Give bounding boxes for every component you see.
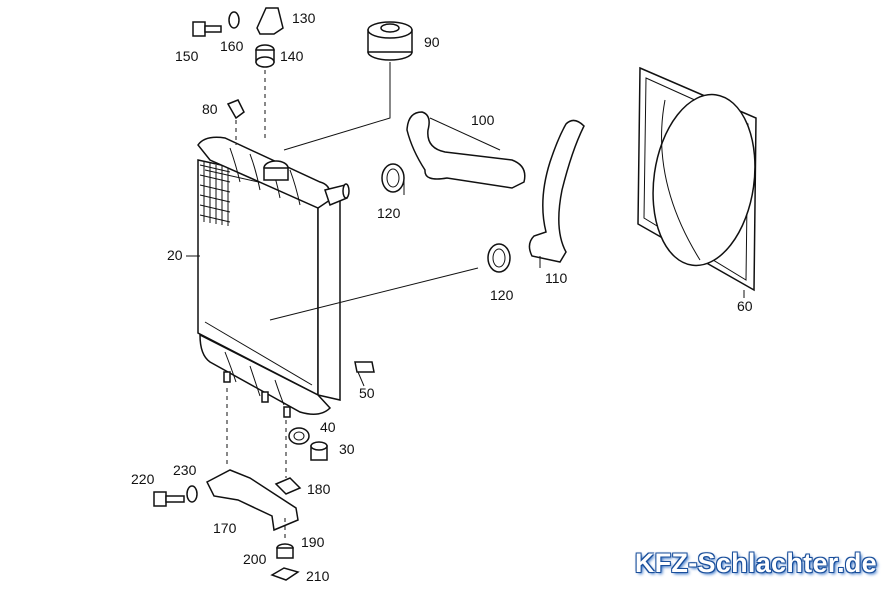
callout-120-upper[interactable]: 120 [377, 205, 401, 221]
callout-190[interactable]: 190 [301, 534, 325, 550]
callout-90[interactable]: 90 [424, 34, 440, 50]
callout-30[interactable]: 30 [339, 441, 355, 457]
drain-plug-50[interactable] [354, 361, 375, 373]
seal-40[interactable] [288, 427, 310, 445]
callout-120-lower[interactable]: 120 [490, 287, 514, 303]
leader-lines [186, 62, 745, 540]
callout-60[interactable]: 60 [737, 298, 753, 314]
hose-clamp-lower[interactable] [487, 243, 511, 273]
rubber-mount-30[interactable] [310, 441, 328, 461]
callout-170[interactable]: 170 [213, 520, 237, 536]
bolt-220[interactable] [153, 491, 185, 507]
mounting-bracket-170[interactable] [205, 469, 299, 532]
site-watermark: KFZ-Schlachter.de [634, 548, 877, 578]
callout-220[interactable]: 220 [131, 471, 155, 487]
callout-200[interactable]: 200 [243, 551, 267, 567]
washer-230[interactable] [186, 485, 198, 503]
upper-hose[interactable] [406, 111, 526, 189]
callout-210[interactable]: 210 [306, 568, 330, 584]
hose-clamp-upper[interactable] [381, 163, 405, 193]
nut-200-210[interactable] [270, 567, 300, 581]
callout-100[interactable]: 100 [471, 112, 495, 128]
callout-140[interactable]: 140 [280, 48, 304, 64]
callout-110[interactable]: 110 [545, 270, 568, 286]
fan-shroud[interactable] [637, 66, 765, 292]
washer-160[interactable] [228, 11, 240, 29]
callout-80[interactable]: 80 [202, 101, 218, 117]
callout-150[interactable]: 150 [175, 48, 199, 64]
callout-20[interactable]: 20 [167, 247, 183, 263]
radiator-core[interactable] [197, 136, 350, 418]
lower-hose[interactable] [528, 119, 585, 263]
callout-130[interactable]: 130 [292, 10, 316, 26]
bolt-150[interactable] [192, 21, 222, 37]
grommet-140[interactable] [255, 44, 275, 68]
radiator-cap[interactable] [367, 21, 413, 61]
callout-50[interactable]: 50 [359, 385, 375, 401]
clip-80[interactable] [226, 99, 245, 120]
bracket-130[interactable] [256, 7, 284, 35]
callout-40[interactable]: 40 [320, 419, 336, 435]
clip-180[interactable] [274, 477, 302, 495]
rubber-190[interactable] [276, 543, 294, 559]
callout-230[interactable]: 230 [173, 462, 197, 478]
callout-160[interactable]: 160 [220, 38, 244, 54]
callout-180[interactable]: 180 [307, 481, 331, 497]
